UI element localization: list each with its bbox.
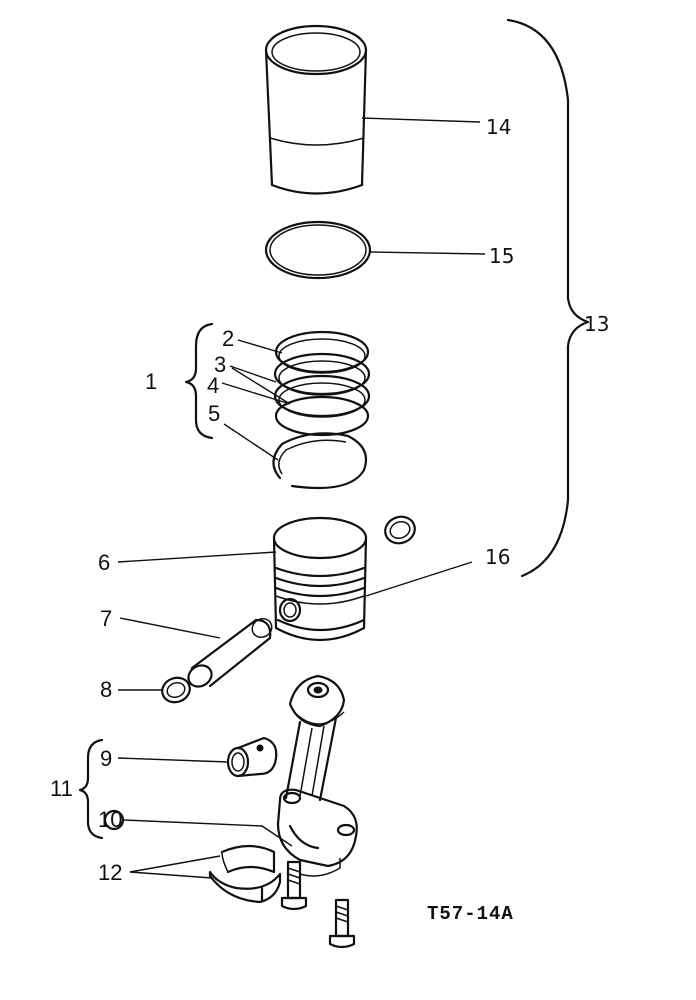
small-end-bushing xyxy=(226,736,278,778)
snap-ring-lower xyxy=(161,676,191,704)
leader-4b xyxy=(231,367,291,405)
callout-4: 4 xyxy=(207,373,219,398)
callout-15: 15 xyxy=(489,244,514,268)
figure-reference: T57-14A xyxy=(427,903,514,925)
callout-7: 7 xyxy=(100,606,112,631)
rod-bolt-lower xyxy=(328,898,356,949)
callout-3: 3 xyxy=(214,352,226,377)
leader-5 xyxy=(223,423,279,461)
callout-13: 13 xyxy=(584,312,609,336)
leader-2 xyxy=(237,339,283,354)
leader-9 xyxy=(117,757,229,763)
callout-1: 1 xyxy=(145,369,157,394)
brace-13 xyxy=(506,18,590,578)
callout-12: 12 xyxy=(98,860,122,885)
callout-2: 2 xyxy=(222,326,234,351)
cylinder-liner xyxy=(264,24,368,195)
leader-4 xyxy=(221,382,291,405)
callout-11: 11 xyxy=(50,776,73,801)
piston-ring-set xyxy=(273,330,371,437)
brace-1 xyxy=(184,322,214,440)
rod-bolt-upper xyxy=(280,860,308,911)
leader-3 xyxy=(229,365,277,383)
connecting-rod xyxy=(276,674,358,877)
leader-6 xyxy=(117,551,277,563)
snap-ring-upper xyxy=(384,515,416,545)
leader-14 xyxy=(361,117,481,123)
callout-8: 8 xyxy=(100,677,112,702)
big-end-bearing xyxy=(208,844,282,904)
callout-14: 14 xyxy=(486,115,511,139)
piston xyxy=(272,516,368,642)
piston-pin xyxy=(187,617,273,688)
callout-5: 5 xyxy=(208,401,220,426)
leader-12a xyxy=(129,855,221,873)
leader-16 xyxy=(365,561,473,597)
leader-12b xyxy=(129,871,213,879)
leader-7 xyxy=(119,617,221,639)
leader-10 xyxy=(123,819,293,847)
callout-9: 9 xyxy=(100,746,112,771)
callout-16: 16 xyxy=(485,545,510,569)
leader-15 xyxy=(369,251,486,255)
brace-11 xyxy=(78,738,104,840)
callout-10: 10 xyxy=(98,807,122,832)
callout-6: 6 xyxy=(98,550,110,575)
dowel-ball xyxy=(103,809,125,831)
oil-ring-expander xyxy=(272,432,368,490)
o-ring xyxy=(264,220,372,280)
